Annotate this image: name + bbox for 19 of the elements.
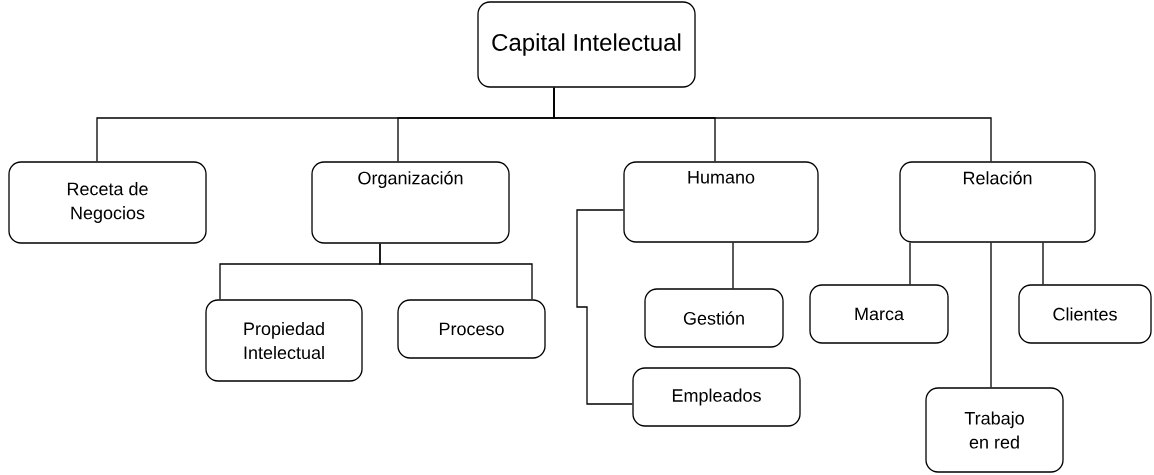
rounded-box: Relación: [899, 161, 1096, 243]
rounded-box: Capital Intelectual: [477, 1, 696, 88]
rounded-box: Marca: [809, 284, 949, 344]
rounded-box: Receta de Negocios: [8, 161, 207, 244]
connector-line: [990, 242, 992, 388]
connector-line: [909, 242, 911, 285]
connector-line: [732, 242, 734, 289]
rounded-box: Proceso: [397, 299, 546, 359]
connector-line: [553, 87, 992, 162]
rounded-box: Empleados: [632, 367, 801, 427]
connector-line: [379, 243, 533, 300]
rounded-box: Organización: [311, 161, 510, 244]
rounded-box: Trabajo en red: [925, 387, 1064, 473]
rounded-box: Humano: [623, 161, 819, 243]
rounded-box: Clientes: [1018, 284, 1152, 344]
connector-line: [576, 209, 633, 405]
rounded-box: Propiedad Intelectual: [205, 299, 363, 382]
rounded-box: Gestión: [644, 288, 784, 348]
connector-line: [1042, 242, 1044, 285]
